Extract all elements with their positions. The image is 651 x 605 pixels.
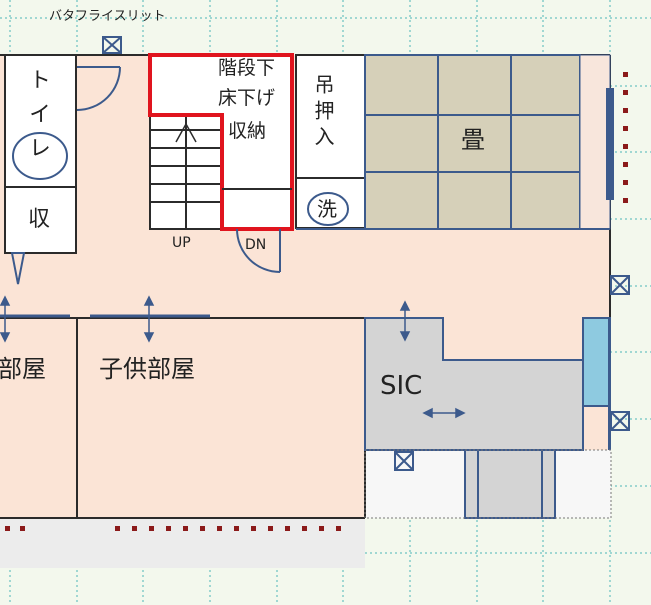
room-left-label: 部屋	[0, 355, 46, 383]
stair-door-icon[interactable]	[236, 228, 281, 273]
stair-up-label: UP	[172, 235, 191, 251]
butterfly-slit-label: バタフライスリット	[49, 9, 166, 24]
sic-label: SIC	[380, 371, 423, 401]
stair-up-arrow-icon	[175, 122, 197, 143]
washer-icon	[307, 192, 349, 226]
kids-room-label: 子供部屋	[99, 355, 195, 383]
hanging-closet-label: 吊押入	[311, 74, 335, 152]
sic-arrow-icon	[0, 295, 466, 419]
tatami-label: 畳	[461, 126, 485, 154]
under-stairs-storage-outline	[148, 53, 294, 231]
butterfly-slit-icon	[102, 36, 122, 54]
sic-closet	[364, 317, 611, 451]
under-stairs-label-line1: 階段下	[218, 57, 276, 79]
storage-label: 収	[28, 207, 51, 232]
toilet-room	[4, 54, 77, 254]
hanging-closet	[295, 54, 366, 229]
stair-down-label: DN	[245, 237, 267, 253]
toilet-door-icon[interactable]	[76, 66, 121, 111]
bottom-dot-marks	[5, 526, 341, 531]
under-stairs-label-line3: 収納	[228, 120, 267, 142]
toilet-bowl-icon	[12, 132, 68, 180]
window-icon	[394, 275, 630, 471]
toilet-label: トイレ	[25, 68, 50, 170]
entry-steps	[464, 449, 556, 519]
exterior-dot-marks	[623, 72, 628, 203]
under-stairs-label-line2: 床下げ	[218, 87, 276, 109]
door-marker-icon	[10, 252, 26, 285]
washer-label: 洗	[317, 197, 337, 221]
tatami-room	[364, 54, 614, 230]
